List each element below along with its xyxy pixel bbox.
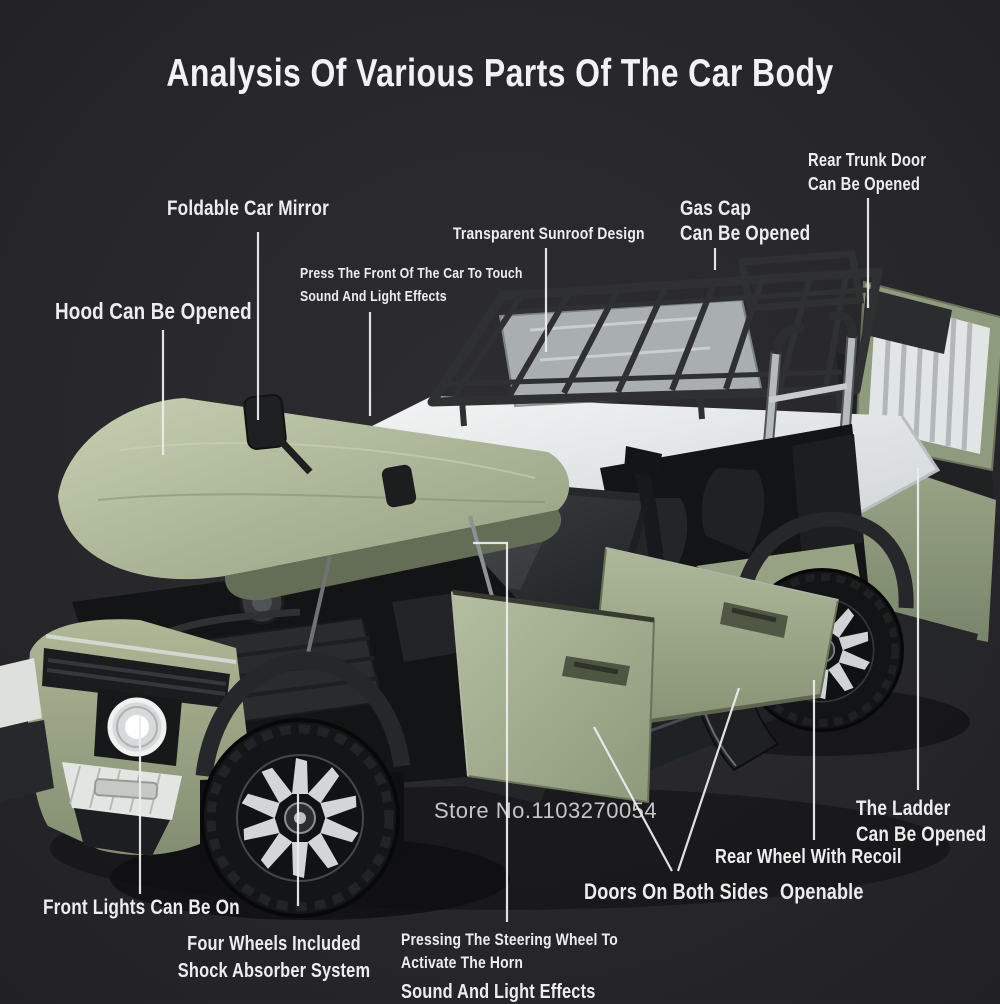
- label-press-front: Press The Front Of The Car To Touch Soun…: [300, 262, 523, 308]
- car-front-wheel-arch: [195, 651, 411, 778]
- car-front-door-open: [450, 589, 656, 804]
- label-rear-trunk-line1: Rear Trunk Door: [808, 150, 927, 170]
- label-gas-cap-line2: Can Be Opened: [680, 222, 811, 245]
- label-rear-wheel: Rear Wheel With Recoil: [715, 846, 902, 868]
- label-four-wheels-line2: Shock Absorber System: [177, 960, 371, 982]
- page-title: Analysis Of Various Parts Of The Car Bod…: [166, 52, 834, 95]
- label-hood: Hood Can Be Opened: [55, 298, 252, 324]
- label-press-front-line1: Press The Front Of The Car To Touch: [300, 265, 523, 282]
- label-rear-trunk: Rear Trunk Door Can Be Opened: [808, 148, 926, 196]
- label-doors: Doors On Both Sides Openable: [584, 879, 864, 905]
- label-steering-line3: Sound And Light Effects: [401, 981, 596, 1003]
- label-four-wheels-line1: Four Wheels Included: [187, 933, 361, 955]
- label-press-front-line2: Sound And Light Effects: [300, 288, 447, 305]
- label-gas-cap-line1: Gas Cap: [680, 197, 752, 220]
- label-doors-text: Doors On Both Sides: [584, 879, 769, 904]
- pointer-line-steering: [473, 541, 509, 922]
- label-ladder-line2: Can Be Opened: [856, 823, 987, 846]
- label-steering: Pressing The Steering Wheel To Activate …: [401, 928, 618, 1004]
- car-rear-wheel-arch: [736, 511, 914, 609]
- pointer-line-doors-left: [593, 726, 673, 872]
- car-hood-open: [58, 398, 570, 663]
- car-front-wheel: [200, 718, 400, 918]
- label-rear-trunk-line2: Can Be Opened: [808, 174, 921, 194]
- car-front-fascia: [0, 619, 248, 856]
- store-watermark: Store No.1103270054: [434, 798, 658, 823]
- label-front-lights: Front Lights Can Be On: [43, 896, 240, 919]
- label-ladder: The Ladder Can Be Opened: [856, 796, 986, 848]
- label-gas-cap: Gas Cap Can Be Opened: [680, 196, 810, 246]
- label-doors-suffix: Openable: [780, 879, 864, 904]
- label-sunroof: Transparent Sunroof Design: [453, 224, 645, 243]
- label-steering-line2: Activate The Horn: [401, 953, 524, 972]
- car-side-mirror: [243, 394, 417, 508]
- label-four-wheels: Four Wheels Included Shock Absorber Syst…: [169, 931, 379, 985]
- label-foldable-mirror: Foldable Car Mirror: [167, 197, 329, 220]
- pointer-line-doors-right: [676, 687, 741, 872]
- label-ladder-line1: The Ladder: [856, 797, 951, 820]
- label-steering-line1: Pressing The Steering Wheel To: [401, 930, 618, 949]
